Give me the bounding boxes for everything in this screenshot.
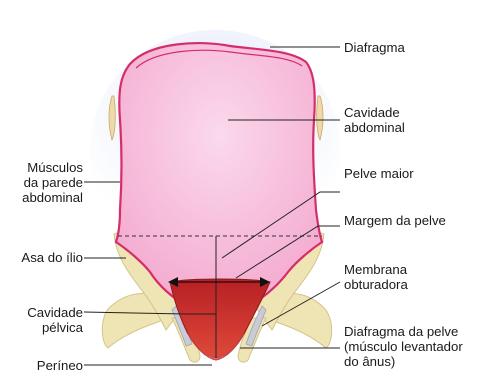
label-cavidade-pelvica: Cavidade pélvica — [27, 305, 83, 335]
label-membrana-obturadora: Membrana obturadora — [344, 262, 408, 292]
label-pelve-maior: Pelve maior — [344, 166, 414, 181]
label-perineo: Períneo — [37, 358, 83, 373]
label-margem-pelve: Margem da pelve — [344, 213, 446, 228]
label-asa-ilio: Asa do ílio — [21, 250, 83, 265]
label-diafragma: Diafragma — [344, 40, 405, 55]
abdominal-cavity — [116, 43, 322, 308]
label-diafragma-pelve: Diafragma da pelve (músculo levantador d… — [344, 324, 463, 369]
label-cavidade-abdominal: Cavidade abdominal — [344, 105, 405, 135]
label-musculos-parede: Músculos da parede abdominal — [22, 160, 83, 205]
